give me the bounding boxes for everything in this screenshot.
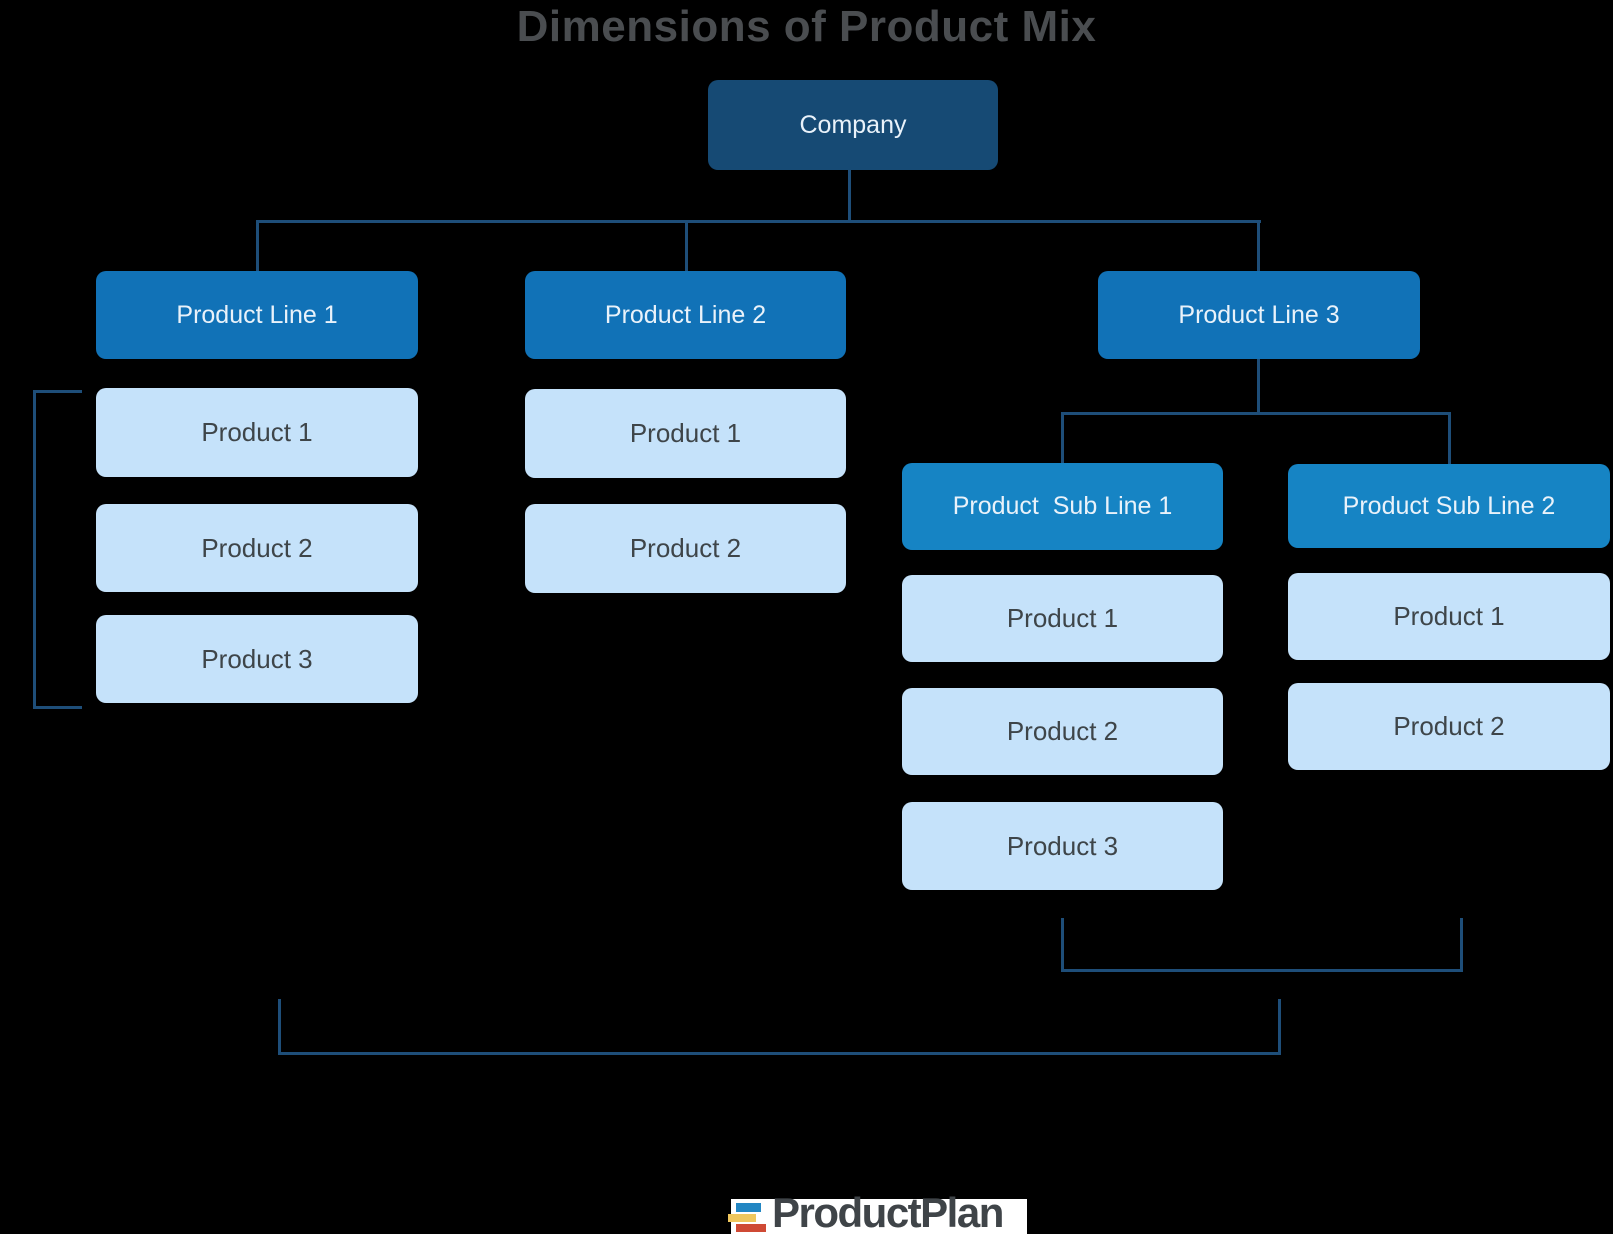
depth-bracket-bottom-stub	[33, 706, 82, 709]
depth-bracket-top-stub	[33, 390, 82, 393]
product-line-1-product-2-label: Product 2	[201, 532, 313, 563]
product-line-1-label: Product Line 1	[176, 300, 338, 329]
sub-bracket-left-stub	[1061, 918, 1064, 972]
width-bracket-right-stub	[1278, 999, 1281, 1055]
product-line-1-product-3-label: Product 3	[201, 643, 313, 674]
sub-line-2-product-2-box: Product 2	[1288, 683, 1610, 770]
connector-drop-line-1	[256, 220, 259, 273]
connector-sub-drop-1	[1061, 412, 1064, 464]
sub-line-2-product-1-box: Product 1	[1288, 573, 1610, 660]
sub-line-1-product-3-label: Product 3	[1006, 830, 1119, 861]
company-label: Company	[799, 110, 907, 139]
logo-mark-bar-blue-icon	[736, 1203, 761, 1212]
product-line-1-box: Product Line 1	[96, 271, 418, 359]
productplan-logo-background	[731, 1199, 1027, 1234]
sub-bracket-horizontal	[1061, 969, 1463, 972]
logo-mark-bar-red-icon	[736, 1224, 766, 1232]
product-line-1-product-3-box: Product 3	[96, 615, 418, 703]
product-line-1-product-1-box: Product 1	[96, 388, 418, 477]
connector-drop-line-3	[1257, 220, 1260, 273]
product-line-2-product-1-box: Product 1	[525, 389, 846, 478]
product-line-2-product-2-label: Product 2	[629, 533, 742, 563]
productplan-logo-text: ProductPlan	[772, 1189, 1004, 1234]
sub-line-1-product-2-label: Product 2	[1006, 716, 1119, 746]
product-line-1-product-2-box: Product 2	[96, 504, 418, 592]
product-sub-line-1-label: Product Sub Line 1	[952, 492, 1173, 520]
connector-sub-horizontal	[1061, 412, 1451, 415]
sub-line-2-product-2-label: Product 2	[1393, 711, 1505, 741]
width-bracket-left-stub	[278, 999, 281, 1055]
product-sub-line-2-label: Product Sub Line 2	[1342, 491, 1556, 520]
sub-line-1-product-1-box: Product 1	[902, 575, 1223, 662]
connector-line-3-stem	[1257, 359, 1260, 413]
product-line-2-box: Product Line 2	[525, 271, 846, 359]
diagram-title: Dimensions of Product Mix	[516, 2, 1097, 51]
connector-sub-drop-2	[1448, 412, 1451, 464]
product-line-2-product-2-box: Product 2	[525, 504, 846, 593]
company-box: Company	[708, 80, 998, 170]
product-sub-line-2-box: Product Sub Line 2	[1288, 464, 1610, 548]
sub-line-1-product-3-box: Product 3	[902, 802, 1223, 890]
product-line-3-box: Product Line 3	[1098, 271, 1420, 359]
depth-bracket-vertical	[33, 390, 36, 709]
product-sub-line-1-box: Product Sub Line 1	[902, 463, 1223, 550]
connector-company-stem	[848, 170, 851, 222]
sub-bracket-right-stub	[1460, 918, 1463, 972]
connector-drop-line-2	[685, 220, 688, 273]
sub-line-1-product-1-label: Product 1	[1006, 603, 1119, 633]
product-line-1-product-1-label: Product 1	[201, 417, 313, 447]
sub-line-2-product-1-label: Product 1	[1393, 601, 1505, 631]
product-line-2-label: Product Line 2	[604, 300, 767, 329]
product-line-2-product-1-label: Product 1	[629, 418, 742, 448]
product-line-3-label: Product Line 3	[1178, 300, 1340, 329]
width-bracket-horizontal	[278, 1052, 1281, 1055]
sub-line-1-product-2-box: Product 2	[902, 688, 1223, 775]
connector-main-horizontal	[256, 220, 1261, 223]
logo-mark-bar-yellow-icon	[728, 1214, 756, 1222]
